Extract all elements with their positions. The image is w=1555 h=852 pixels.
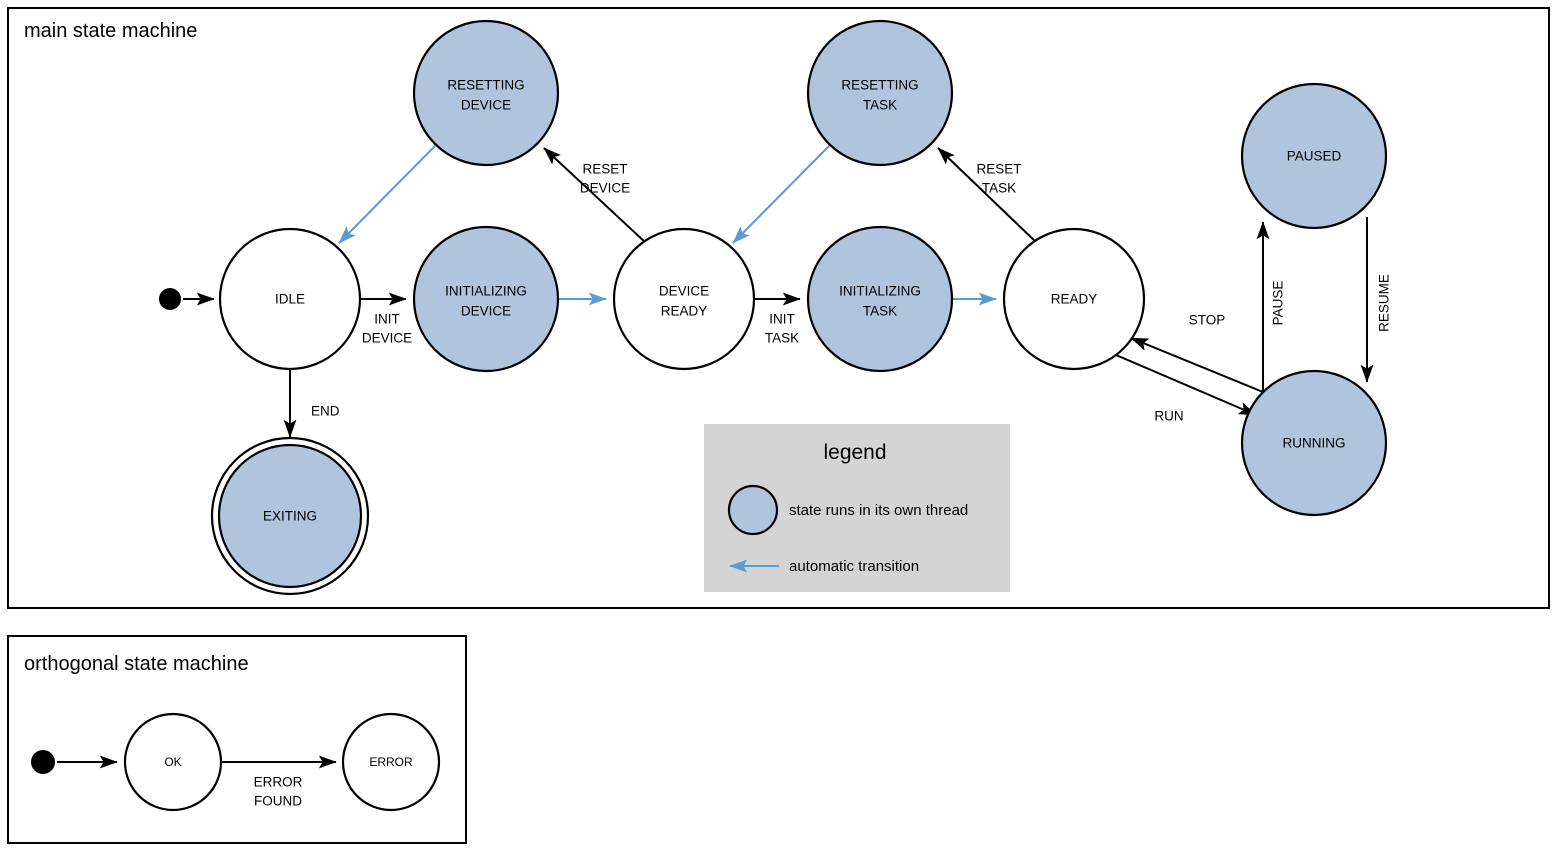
state-node-exiting[interactable]: EXITING — [210, 436, 370, 596]
state-node-resetting-task[interactable]: RESETTING TASK — [806, 19, 954, 167]
orthogonal-state-node-ok[interactable]: OK — [123, 712, 223, 812]
edge-label-init-device-line1: INIT — [374, 312, 400, 327]
edge-label-pause: PAUSE — [1271, 281, 1286, 326]
edge-label-init-device-line2: DEVICE — [362, 331, 412, 346]
edge-label-run: RUN — [1154, 409, 1183, 424]
state-label-device-ready-line1: DEVICE — [659, 284, 709, 299]
state-label-resetting-device-line1: RESETTING — [447, 78, 524, 93]
state-label-exiting: EXITING — [263, 509, 317, 524]
edge-ready-to-running — [1115, 354, 1257, 416]
legend: legend state runs in its own thread auto… — [704, 424, 1010, 592]
legend-thread-swatch-icon — [727, 484, 779, 536]
final-state-outer-ring — [210, 436, 370, 596]
state-label-device-ready-line2: READY — [661, 304, 708, 319]
state-label-paused: PAUSED — [1287, 149, 1342, 164]
edge-ready-to-resetting-task — [937, 147, 1038, 244]
initial-pseudostate-dot — [159, 288, 181, 310]
edge-label-init-task-line2: TASK — [765, 331, 799, 346]
edge-label-resume: RESUME — [1377, 274, 1392, 332]
edge-running-to-ready — [1130, 337, 1264, 393]
state-label-initializing-device-line2: DEVICE — [461, 304, 511, 319]
state-label-resetting-task-line1: RESETTING — [841, 78, 918, 93]
orthogonal-state-node-error[interactable]: ERROR — [341, 712, 441, 812]
state-label-initializing-task-line1: INITIALIZING — [839, 284, 921, 299]
edge-label-init-task-line1: INIT — [769, 312, 795, 327]
edge-label-reset-task-line1: RESET — [976, 162, 1021, 177]
state-node-initializing-device[interactable]: INITIALIZING DEVICE — [412, 225, 560, 373]
state-label-resetting-task-line2: TASK — [863, 98, 897, 113]
state-node-ready[interactable]: READY — [1002, 227, 1146, 371]
orthogonal-edge-label-error-found-line1: ERROR — [254, 775, 303, 790]
state-node-paused[interactable]: PAUSED — [1240, 82, 1388, 230]
state-node-initializing-task[interactable]: INITIALIZING TASK — [806, 225, 954, 373]
edge-resetting-device-to-idle — [338, 145, 436, 244]
edge-label-stop: STOP — [1189, 313, 1226, 328]
state-label-ready: READY — [1051, 292, 1098, 307]
state-label-running: RUNNING — [1283, 436, 1346, 451]
state-label-initializing-device-line1: INITIALIZING — [445, 284, 527, 299]
state-node-running[interactable]: RUNNING — [1240, 369, 1388, 517]
state-node-device-ready[interactable]: DEVICE READY — [612, 227, 756, 371]
state-label-resetting-device-line2: DEVICE — [461, 98, 511, 113]
orthogonal-frame-border — [7, 635, 467, 844]
state-node-idle[interactable]: IDLE — [218, 227, 362, 371]
edge-label-reset-task-line2: TASK — [982, 181, 1016, 196]
edge-label-reset-device-line2: DEVICE — [580, 181, 630, 196]
state-label-idle: IDLE — [275, 292, 305, 307]
state-node-resetting-device[interactable]: RESETTING DEVICE — [412, 19, 560, 167]
legend-item-thread-label: state runs in its own thread — [789, 502, 968, 519]
edge-label-end: END — [311, 404, 340, 419]
edge-resetting-task-to-device-ready — [732, 145, 830, 244]
edge-device-ready-to-resetting-device — [543, 147, 647, 244]
orthogonal-state-label-error: ERROR — [369, 755, 413, 769]
main-frame-border — [7, 7, 1550, 609]
state-label-initializing-task-line2: TASK — [863, 304, 897, 319]
orthogonal-initial-pseudostate-dot — [31, 750, 55, 774]
main-frame-title: main state machine — [24, 20, 197, 42]
edge-label-reset-device-line1: RESET — [582, 162, 627, 177]
orthogonal-frame-title: orthogonal state machine — [24, 653, 249, 675]
legend-item-auto-label: automatic transition — [789, 558, 919, 575]
legend-title: legend — [823, 441, 886, 464]
orthogonal-state-label-ok: OK — [164, 755, 181, 769]
orthogonal-edge-label-error-found-line2: FOUND — [254, 794, 302, 809]
